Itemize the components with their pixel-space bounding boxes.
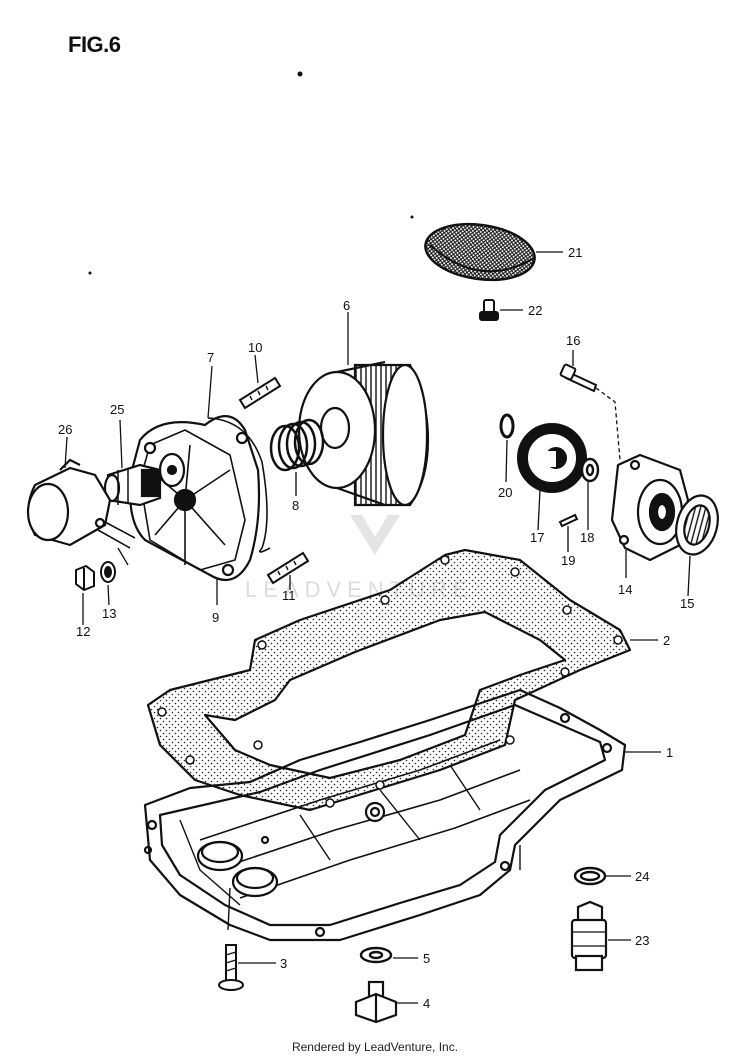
o-ring xyxy=(573,866,607,886)
callout-24: 24 xyxy=(635,869,649,884)
stud-bolt-lower xyxy=(266,551,310,585)
callout-3: 3 xyxy=(280,956,287,971)
callout-26: 26 xyxy=(58,422,72,437)
nut xyxy=(75,564,95,592)
oil-pump xyxy=(610,453,690,562)
callout-7: 7 xyxy=(207,350,214,365)
callout-6: 6 xyxy=(343,298,350,313)
callout-1: 1 xyxy=(666,745,673,760)
strainer-bolt xyxy=(479,299,499,321)
pump-gear xyxy=(517,423,587,493)
callout-17: 17 xyxy=(530,530,544,545)
callout-5: 5 xyxy=(423,951,430,966)
relief-valve xyxy=(103,463,162,507)
callout-16: 16 xyxy=(566,333,580,348)
callout-4: 4 xyxy=(423,996,430,1011)
pump-pin xyxy=(558,513,579,528)
callout-14: 14 xyxy=(618,582,632,597)
circlip xyxy=(499,413,515,439)
callout-10: 10 xyxy=(248,340,262,355)
oil-pan-gasket xyxy=(146,548,632,812)
callout-25: 25 xyxy=(110,402,124,417)
callout-15: 15 xyxy=(680,596,694,611)
drain-washer xyxy=(359,946,393,964)
callout-23: 23 xyxy=(635,933,649,948)
callout-19: 19 xyxy=(561,553,575,568)
filter-spring xyxy=(269,418,325,472)
figure-title: FIG.6 xyxy=(68,32,121,57)
callout-11: 11 xyxy=(282,588,296,603)
callout-13: 13 xyxy=(102,606,116,621)
callouts: 1 2 3 4 5 6 7 8 9 10 11 12 13 14 15 16 1… xyxy=(58,245,694,1011)
oil-strainer xyxy=(424,222,536,282)
callout-21: 21 xyxy=(568,245,582,260)
callout-22: 22 xyxy=(528,303,542,318)
drain-plug xyxy=(354,980,398,1024)
drain-bolt-long xyxy=(218,944,244,991)
filter-cover xyxy=(129,415,271,582)
stud-bolt-upper xyxy=(238,376,282,410)
oil-pressure-switch xyxy=(26,458,136,549)
washer xyxy=(100,561,116,583)
pump-bolt xyxy=(559,363,598,393)
callout-18: 18 xyxy=(580,530,594,545)
callout-12: 12 xyxy=(76,624,90,639)
oil-pan xyxy=(143,688,627,942)
callout-9: 9 xyxy=(212,610,219,625)
footer-credit: Rendered by LeadVenture, Inc. xyxy=(291,1040,459,1054)
callout-20: 20 xyxy=(498,485,512,500)
callout-2: 2 xyxy=(663,633,670,648)
filler-plug xyxy=(570,900,608,972)
pump-gasket xyxy=(675,494,719,556)
pump-washer xyxy=(580,457,600,483)
leader-lines xyxy=(64,251,691,1004)
callout-8: 8 xyxy=(292,498,299,513)
oil-filter xyxy=(297,360,430,507)
